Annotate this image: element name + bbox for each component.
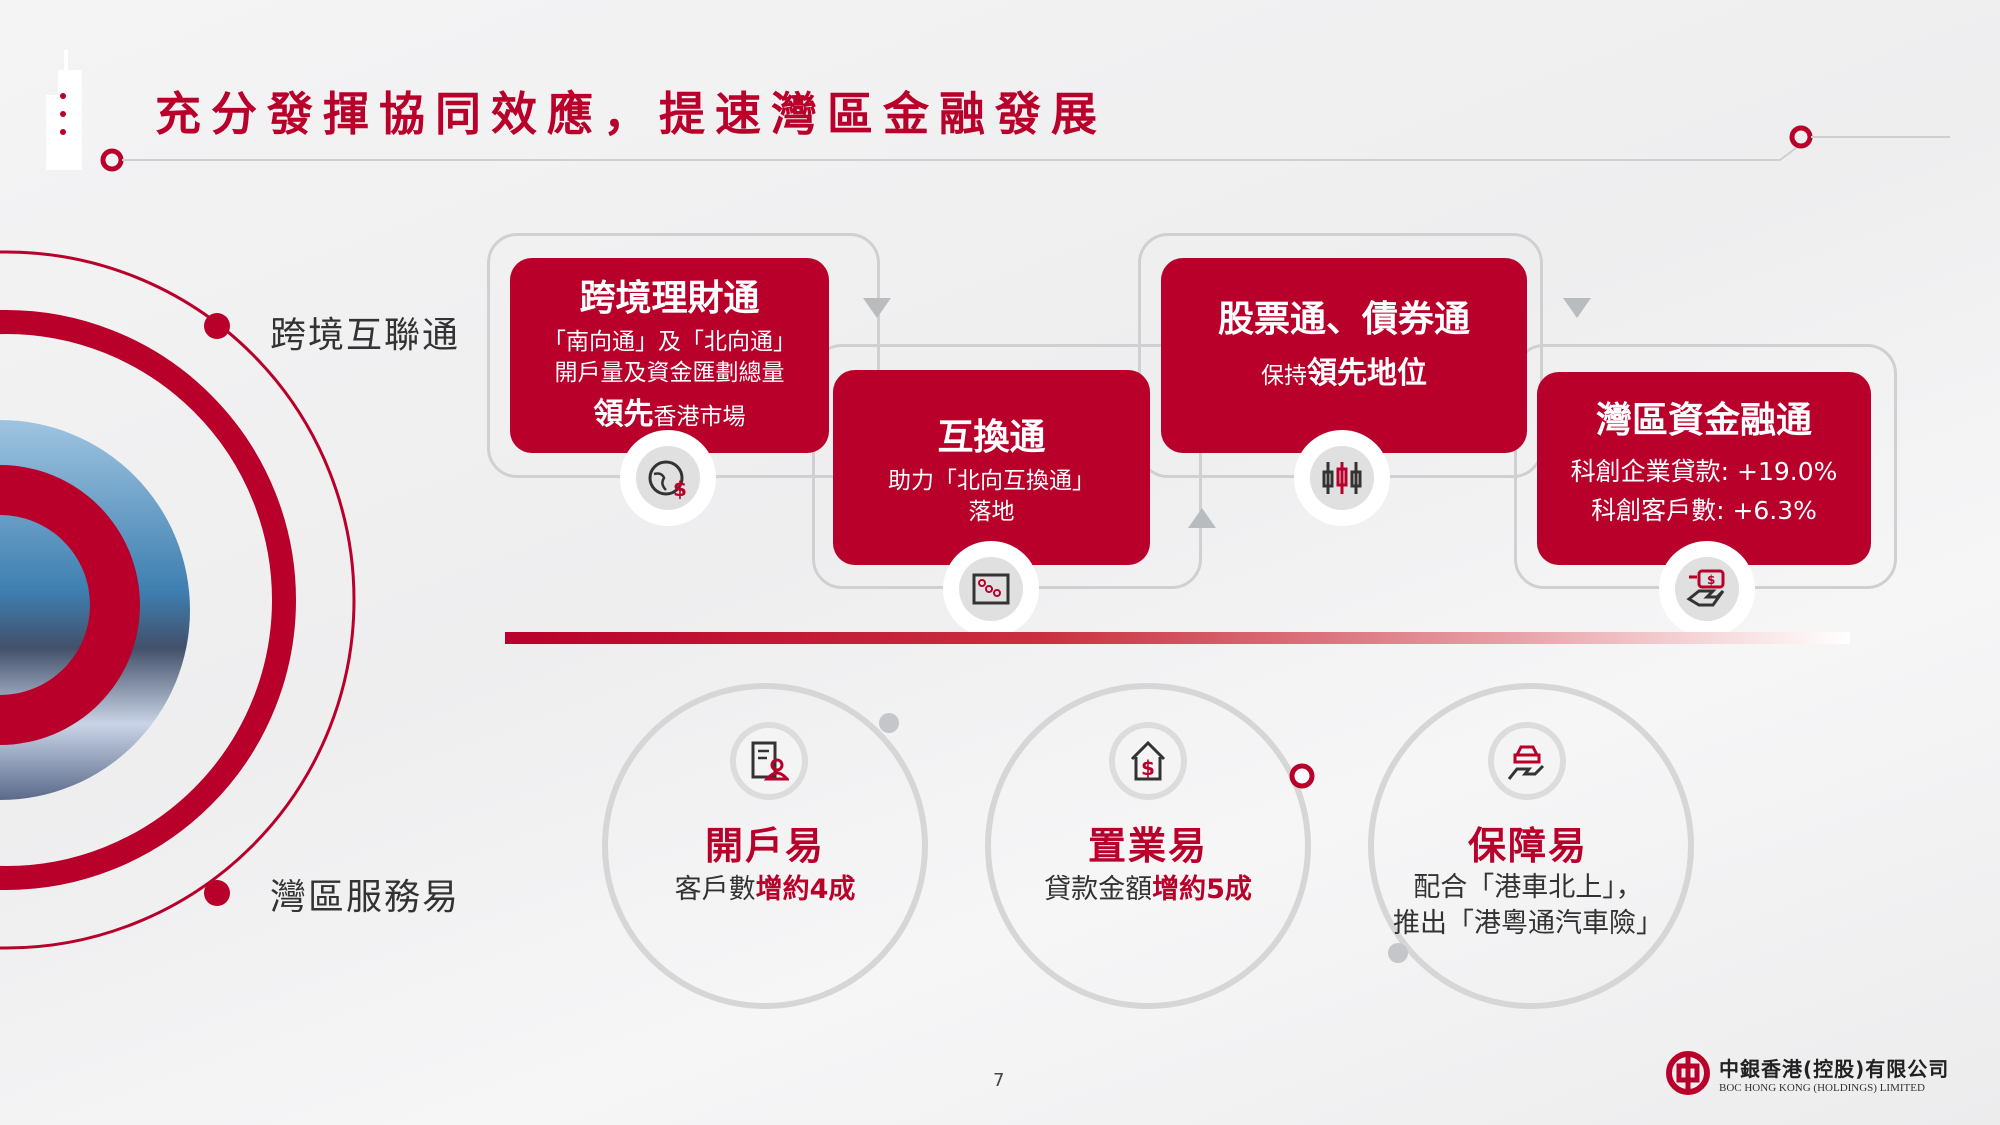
service-text-plain: 客戶數: [674, 874, 756, 905]
card-title: 灣區資金融通: [1595, 400, 1812, 441]
page-title: 充分發揮協同效應，提速灣區金融發展: [155, 87, 1107, 141]
service-highlight: 增約5成: [1152, 874, 1252, 905]
section-label-bay-services: 灣區服務易: [270, 877, 461, 918]
card-text: 香港市場: [653, 403, 746, 430]
divider-bar: [505, 632, 1850, 644]
service-text-line: 配合「港車北上」，: [1413, 872, 1643, 903]
card-text: 助力「北向互換通」: [888, 467, 1095, 494]
logo-text-en: BOC HONG KONG (HOLDINGS) LIMITED: [1719, 1081, 1925, 1094]
section-label-cross-border: 跨境互聯通: [270, 315, 461, 356]
building-logo: [46, 50, 82, 170]
company-logo: 中銀香港(控股)有限公司 BOC HONG KONG (HOLDINGS) LI…: [1665, 1050, 1949, 1096]
path-dot: [1388, 943, 1408, 963]
service-title: 保障易: [1467, 824, 1588, 868]
card-wealth-connect: 跨境理財通 「南向通」及「北向通」 開戶量及資金匯劃總量 領先香港市場: [510, 258, 829, 453]
arrow-up-icon: [1188, 508, 1216, 528]
globe-dollar-icon: $: [620, 430, 716, 526]
arrow-down-icon: [1563, 298, 1591, 318]
card-swap-connect: 互換通 助力「北向互換通」 落地: [833, 370, 1150, 565]
card-text: 科創企業貸款: +19.0%: [1570, 457, 1838, 486]
card-title: 股票通、債券通: [1217, 298, 1470, 340]
account-document-icon: [730, 722, 808, 800]
card-text: 保持: [1261, 362, 1307, 389]
hand-money-icon: $: [1659, 541, 1755, 637]
service-title: 開戶易: [704, 824, 825, 868]
svg-text:$: $: [1707, 573, 1715, 587]
service-text-plain: 貸款金額: [1044, 874, 1153, 905]
card-text: 科創客戶數: +6.3%: [1591, 496, 1817, 525]
service-highlight: 增約4成: [755, 874, 856, 905]
page-number: 7: [993, 1070, 1005, 1091]
path-dot: [879, 713, 899, 733]
card-text: 落地: [968, 498, 1015, 525]
section-dot-bay-services: [204, 880, 230, 906]
card-text: 開戶量及資金匯劃總量: [554, 359, 785, 386]
path-dot: [1289, 763, 1315, 789]
svg-text:$: $: [1141, 756, 1155, 780]
arrow-down-icon: [863, 298, 891, 318]
card-text: 「南向通」及「北向通」: [543, 328, 796, 355]
card-stock-bond-connect: 股票通、債券通 保持領先地位: [1161, 258, 1527, 453]
service-text-line: 推出「港粵通汽車險」: [1393, 908, 1663, 939]
card-bay-financing: 灣區資金融通 科創企業貸款: +19.0% 科創客戶數: +6.3%: [1537, 372, 1871, 565]
service-title: 置業易: [1087, 824, 1208, 868]
service-text: 配合「港車北上」， 推出「港粵通汽車險」: [1358, 870, 1698, 942]
brand-rings: [0, 250, 356, 950]
house-dollar-icon: $: [1109, 722, 1187, 800]
card-highlight: 領先: [593, 396, 654, 432]
section-dot-cross-border: [204, 313, 230, 339]
card-title: 互換通: [937, 416, 1046, 458]
header-decoration: [46, 50, 1950, 172]
logo-text-cn: 中銀香港(控股)有限公司: [1719, 1056, 1950, 1081]
swap-chart-icon: [943, 541, 1039, 637]
service-text: 貸款金額增約5成: [978, 872, 1318, 908]
car-insurance-icon: [1488, 722, 1566, 800]
card-title: 跨境理財通: [579, 277, 760, 319]
card-highlight: 領先地位: [1307, 355, 1427, 391]
service-text: 客戶數增約4成: [595, 872, 935, 908]
boc-logo-icon: [1666, 1051, 1710, 1095]
svg-text:$: $: [673, 477, 687, 500]
candlestick-icon: [1294, 430, 1390, 526]
